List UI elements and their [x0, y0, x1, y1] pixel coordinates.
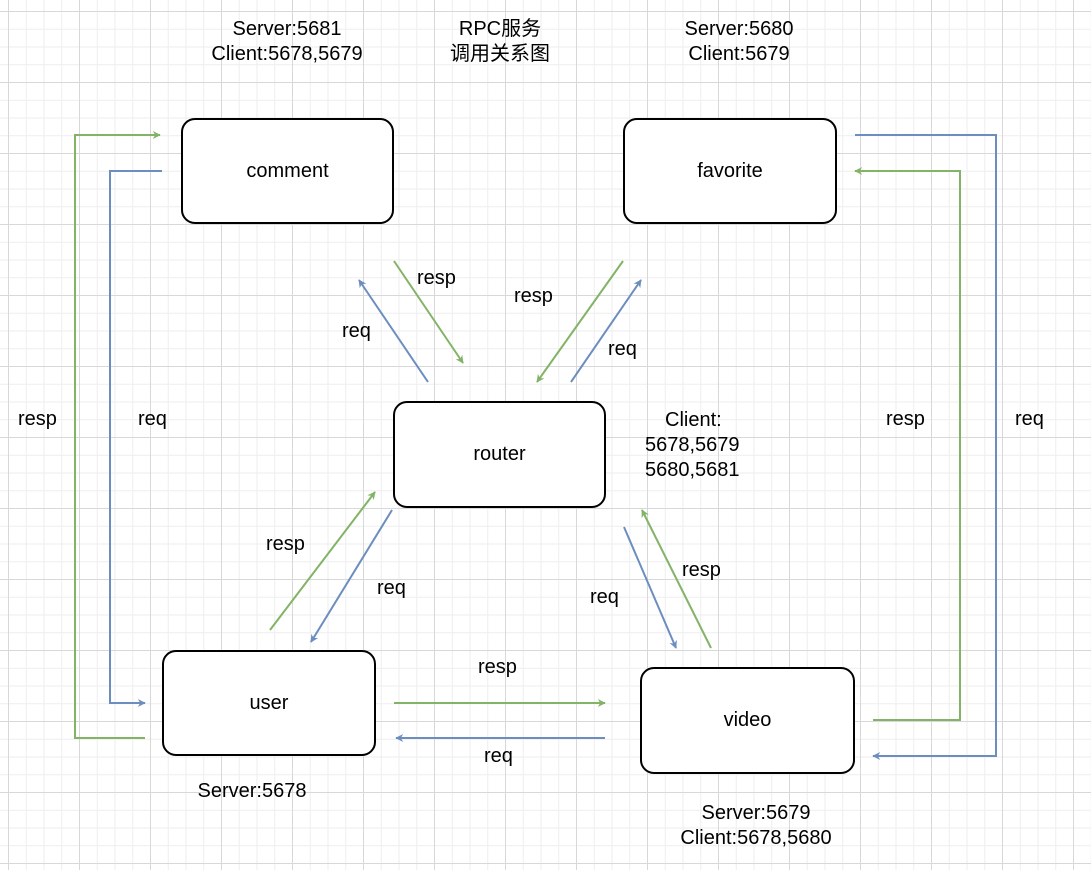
video-ports: Server:5679 Client:5678,5680: [656, 801, 856, 851]
label-right-resp: resp: [886, 408, 925, 430]
edge-router-comment-req: [358, 279, 429, 383]
node-video-label: video: [723, 709, 772, 731]
favorite-client-ports: Client:5679: [688, 43, 790, 65]
label-user-req: req: [377, 577, 406, 599]
node-user[interactable]: user: [162, 650, 376, 756]
node-favorite[interactable]: favorite: [623, 118, 837, 224]
label-video-req: req: [590, 586, 619, 608]
label-right-req: req: [1015, 408, 1044, 430]
node-router[interactable]: router: [393, 401, 606, 508]
diagram-title: RPC服务 调用关系图: [420, 17, 580, 67]
node-comment[interactable]: comment: [181, 118, 394, 224]
node-router-label: router: [473, 443, 526, 465]
edge-router-user-req: [310, 509, 393, 643]
edge-router-favorite-req: [570, 279, 642, 383]
edge-favorite-router-resp: [536, 260, 624, 383]
diagram-title-line1: RPC服务: [458, 18, 542, 40]
node-comment-label: comment: [246, 159, 329, 182]
edge-video-router-resp: [641, 509, 712, 649]
edge-video-favorite-resp: [854, 167, 961, 721]
edge-comment-user-req: [109, 170, 162, 707]
label-comment-req: req: [342, 320, 371, 342]
user-server-port: Server:5678: [197, 780, 307, 802]
label-user-video-resp: resp: [478, 656, 517, 678]
router-ports: Client: 5678,5679 5680,5681: [645, 408, 795, 483]
edge-comment-router-resp: [393, 260, 464, 364]
edge-user-router-resp: [269, 491, 376, 631]
label-left-resp: resp: [18, 408, 57, 430]
router-client-label: Client:: [665, 409, 722, 431]
favorite-server-port: Server:5680: [684, 18, 794, 40]
label-favorite-resp: resp: [514, 285, 553, 307]
edge-router-video-req: [623, 526, 677, 649]
router-client-ports-2: 5680,5681: [645, 459, 740, 481]
label-user-video-req: req: [484, 745, 513, 767]
diagram-title-line2: 调用关系图: [450, 43, 550, 65]
label-favorite-req: req: [608, 338, 637, 360]
label-video-resp: resp: [682, 559, 721, 581]
video-client-ports: Client:5678,5680: [680, 827, 832, 849]
edge-favorite-video-req: [855, 134, 997, 760]
comment-server-port: Server:5681: [232, 18, 342, 40]
router-client-ports-1: 5678,5679: [645, 434, 740, 456]
video-server-port: Server:5679: [701, 802, 811, 824]
favorite-ports: Server:5680 Client:5679: [639, 17, 839, 67]
edge-user-comment-resp: [74, 131, 161, 739]
node-video[interactable]: video: [640, 667, 855, 774]
comment-client-ports: Client:5678,5679: [211, 43, 363, 65]
label-user-resp: resp: [266, 533, 305, 555]
node-favorite-label: favorite: [697, 159, 763, 182]
label-left-req: req: [138, 408, 167, 430]
node-user-label: user: [249, 691, 289, 714]
label-comment-resp: resp: [417, 267, 456, 289]
comment-ports: Server:5681 Client:5678,5679: [187, 17, 387, 67]
